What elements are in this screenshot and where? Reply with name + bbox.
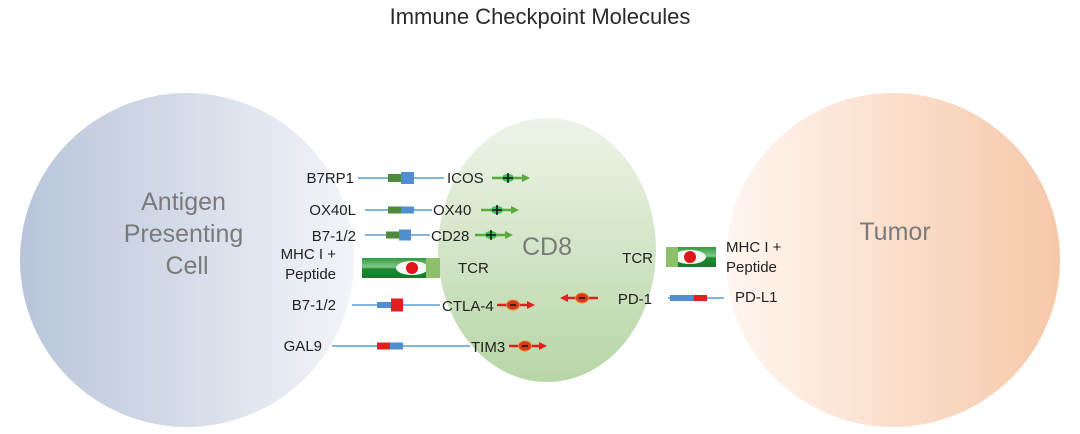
pd1-signal	[560, 292, 598, 304]
ligand-label-pdl1: PD-L1	[735, 289, 778, 306]
tcr-mhc-complex-apc	[362, 258, 440, 278]
receptor-block	[683, 295, 696, 301]
ligand-label-b7rp1: B7RP1	[306, 170, 354, 187]
tcr-segment	[666, 247, 678, 267]
arrowhead-icon	[527, 301, 535, 309]
receptor-label-tim3: TIM3	[471, 339, 505, 356]
b7-cd28-connector	[365, 229, 430, 241]
tim3-signal	[509, 340, 547, 352]
receptor-block	[399, 229, 411, 241]
receptor-label-ox40: OX40	[433, 202, 471, 219]
ox40-signal	[481, 205, 519, 215]
pd1-pdl1-connector	[668, 295, 724, 301]
peptide-icon	[406, 262, 418, 274]
ligand-label-mhc-apc-1: MHC I +	[281, 246, 337, 263]
receptor-block	[401, 172, 414, 184]
ligand-label-mhc-tumor-1: MHC I +	[726, 239, 782, 256]
arrowhead-icon	[511, 206, 519, 214]
receptor-block	[670, 295, 683, 301]
receptor-label-tcr-tumor: TCR	[622, 250, 653, 267]
b7rp1-icos-connector	[358, 172, 444, 184]
receptor-label-ctla4: CTLA-4	[442, 298, 494, 315]
tumor-cell	[726, 93, 1060, 427]
cd8-t-cell	[438, 118, 656, 382]
ligand-block	[377, 342, 390, 350]
tumor-label: Tumor	[859, 218, 930, 246]
receptor-block	[391, 298, 403, 312]
ligand-label-b7-ctla4: B7-1/2	[292, 297, 336, 314]
icos-signal	[492, 173, 530, 183]
receptor-label-cd28: CD28	[431, 228, 469, 245]
antigen-presenting-cell	[20, 93, 354, 427]
receptor-label-pd1: PD-1	[618, 291, 652, 308]
receptor-label-icos: ICOS	[447, 170, 484, 187]
ligand-block	[694, 295, 707, 301]
ox40l-ox40-connector	[365, 206, 432, 214]
tcr-mhc-complex-tumor	[666, 247, 716, 267]
ligand-block	[386, 231, 400, 239]
b7-ctla4-connector	[352, 298, 440, 312]
ligand-label-b7-cd28: B7-1/2	[312, 228, 356, 245]
tcr-segment	[426, 258, 440, 278]
ligand-block	[377, 302, 391, 308]
ligand-block	[388, 174, 402, 182]
peptide-icon	[684, 251, 696, 263]
receptor-block	[390, 342, 403, 350]
ligand-block	[388, 206, 402, 214]
arrowhead-icon	[539, 342, 547, 350]
ligand-label-mhc-tumor-2: Peptide	[726, 259, 777, 276]
arrowhead-icon	[522, 174, 530, 182]
ctla4-signal	[497, 299, 535, 311]
gal9-tim3-connector	[332, 342, 470, 350]
ligand-label-ox40l: OX40L	[309, 202, 356, 219]
receptor-label-tcr-apc: TCR	[458, 260, 489, 277]
arrowhead-icon	[505, 231, 513, 239]
arrowhead-icon	[560, 294, 568, 302]
diagram-title: Immune Checkpoint Molecules	[390, 4, 691, 29]
cd28-signal	[475, 230, 513, 240]
apc-label: Antigen Presenting Cell	[124, 188, 250, 280]
cd8-label: CD8	[522, 233, 572, 261]
receptor-block	[401, 206, 414, 214]
ligand-label-mhc-apc-2: Peptide	[285, 266, 336, 283]
ligand-label-gal9: GAL9	[284, 338, 322, 355]
